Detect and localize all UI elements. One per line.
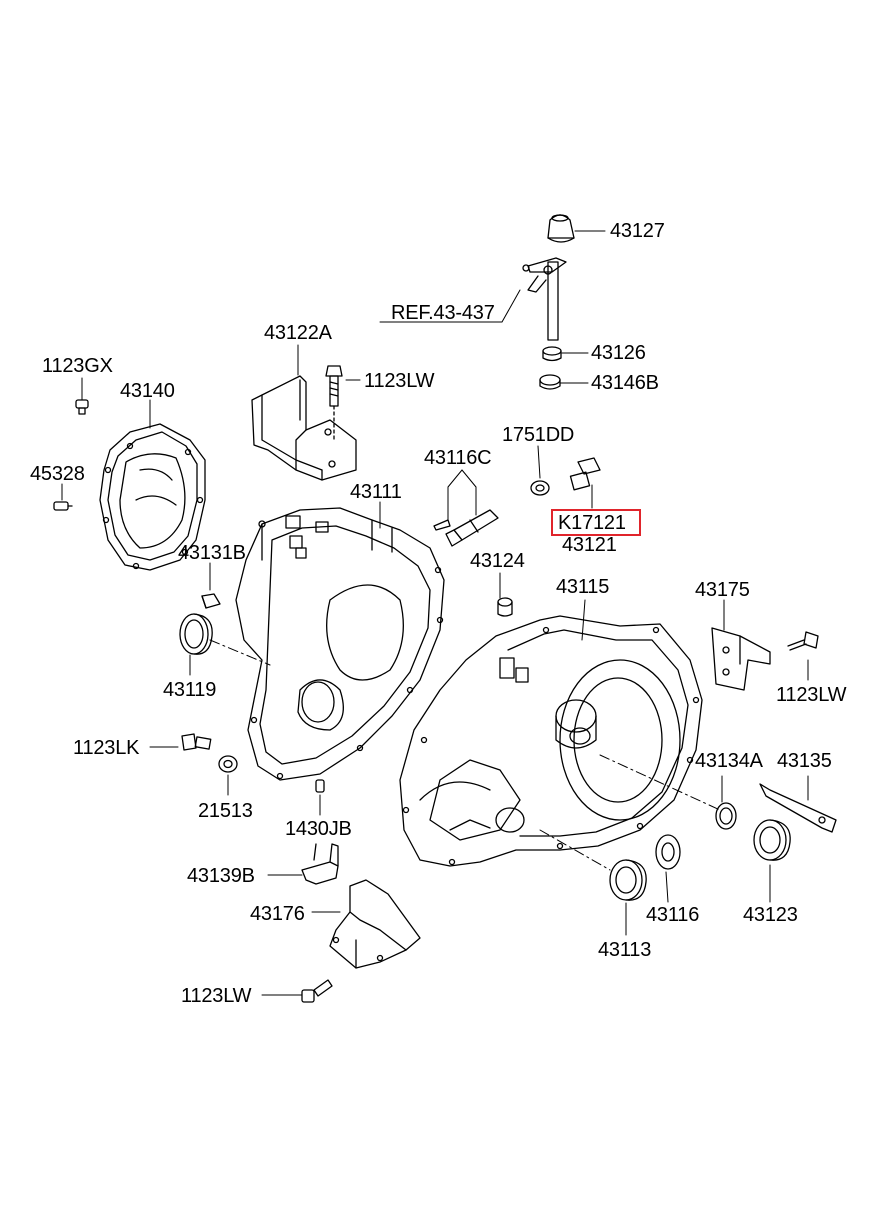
label-43134A: 43134A [695,750,763,772]
label-43124: 43124 [470,550,525,572]
label-45328: 45328 [30,463,85,485]
lever-43135 [759,783,837,833]
clip-43139B [301,843,339,885]
sealant-43116C [433,509,499,547]
leader-lines [61,230,809,996]
highlighted-part-number: K17121 [558,512,626,534]
label-43111: 43111 [350,481,402,503]
seal-43119 [179,613,213,655]
label-1123GX: 1123GX [42,355,113,377]
seal-43113 [609,859,647,901]
case-43115 [399,615,703,867]
label-43135: 43135 [777,750,832,772]
label-43146B: 43146B [591,372,659,394]
washer-1751DD [530,480,550,496]
label-43115: 43115 [556,576,610,598]
bushing-43124 [497,597,513,617]
bush-43126 [542,346,562,362]
cover-43140 [99,423,206,571]
case-43111 [235,507,445,781]
label-43139B: 43139B [187,865,255,887]
seal-43123 [753,819,791,861]
label-43175: 43175 [695,579,750,601]
label-43113: 43113 [598,939,652,961]
label-43121: 43121 [562,534,617,556]
label-1123LK: 1123LK [73,737,140,759]
key-43131B [201,593,221,609]
bolt-1123LW-top [325,365,343,441]
bolt-45328 [53,501,73,511]
label-1430JB: 1430JB [285,818,352,840]
assembly-lines [209,639,721,871]
bracket-43175 [711,627,771,691]
label-43126: 43126 [591,342,646,364]
highlight-box [551,509,641,536]
label-43127: 43127 [610,220,665,242]
nut-43146B [539,374,561,390]
label-43140: 43140 [120,380,175,402]
plug-43121 [569,457,601,491]
label-1751DD: 1751DD [502,424,575,446]
label-43131B: 43131B [178,542,246,564]
label-43122A: 43122A [264,322,332,344]
label-1123LW-bottom: 1123LW [181,985,252,1007]
bolt-1123LW-right [787,631,819,651]
label-43176: 43176 [250,903,305,925]
label-43123: 43123 [743,904,798,926]
bracket-43122A [251,375,357,481]
bolt-1123LK [181,733,212,751]
washer-43116 [655,834,681,870]
bolt-1123LW-bottom [301,979,333,1003]
reference-label: REF.43-437 [391,302,495,324]
pin-1430JB [315,779,325,793]
bolt-1123GX [75,399,89,415]
label-43119: 43119 [163,679,217,701]
ring-43134A [715,802,737,830]
label-43116: 43116 [646,904,700,926]
label-1123LW-right: 1123LW [776,684,847,706]
label-43116C: 43116C [424,447,492,469]
label-21513: 21513 [198,800,253,822]
label-1123LW-top: 1123LW [364,370,435,392]
washer-21513 [218,755,238,773]
shift-shaft [522,257,567,341]
boot-43127 [547,214,575,243]
cover-43176 [329,879,421,969]
